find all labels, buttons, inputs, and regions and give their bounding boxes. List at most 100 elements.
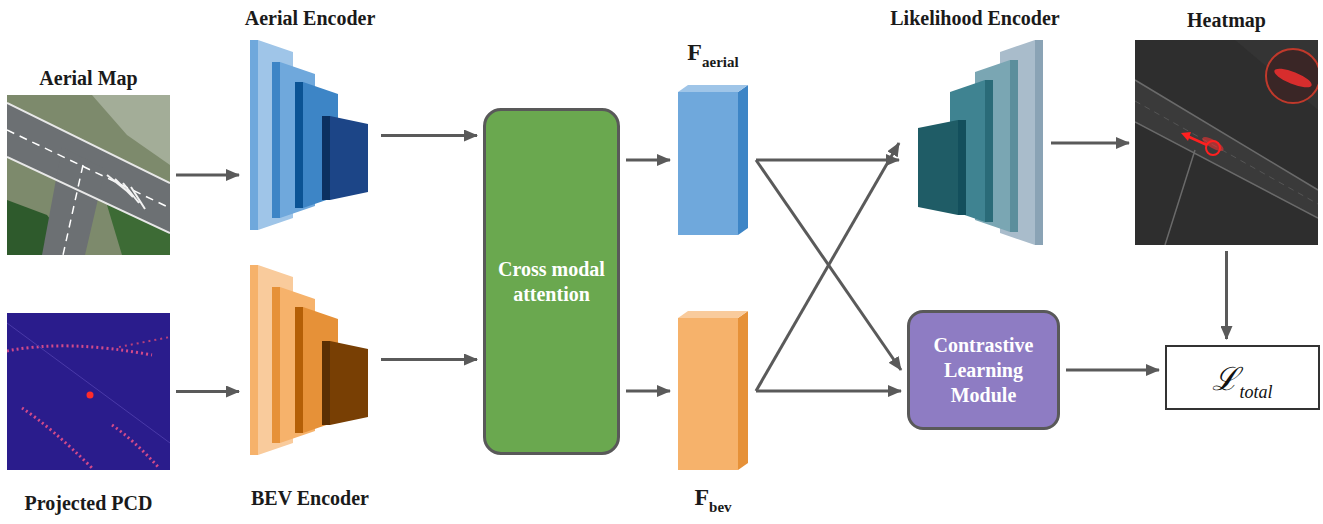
block-side bbox=[738, 85, 748, 235]
likelihood-encoder-stack bbox=[918, 40, 1043, 245]
layer-front bbox=[272, 287, 280, 443]
pcd-points bbox=[7, 323, 170, 443]
heatmap-road-edge bbox=[1135, 80, 1318, 245]
heading-arrowhead bbox=[1181, 132, 1191, 141]
flow-arrow bbox=[756, 159, 899, 162]
node-label: Contrastive Learning Module bbox=[921, 333, 1046, 408]
pcd-points bbox=[119, 337, 170, 347]
heading: Fbev bbox=[694, 484, 731, 511]
node-label: F bbox=[694, 484, 709, 510]
encoder-stack: Aerial Encoder bbox=[245, 38, 375, 233]
bev-feature-block bbox=[678, 311, 748, 470]
heading: Aerial Encoder bbox=[245, 7, 376, 30]
node-label: Likelihood Encoder bbox=[890, 7, 1059, 29]
zoom-peak bbox=[1272, 65, 1314, 91]
attention-box: Cross modal attention bbox=[483, 108, 620, 455]
layer-side bbox=[918, 120, 958, 215]
flow-arrow bbox=[626, 159, 670, 162]
text-holder: Contrastive Learning Module bbox=[921, 333, 1046, 408]
node-label: Cross modal attention bbox=[497, 257, 607, 307]
flow-arrow bbox=[756, 390, 901, 393]
block-front bbox=[678, 318, 738, 470]
position-marker bbox=[1206, 141, 1220, 155]
input-image: Projected PCD bbox=[7, 313, 170, 470]
layer-front bbox=[272, 62, 280, 218]
text-holder: ℒtotal bbox=[1212, 356, 1272, 399]
pcd-ground bbox=[7, 313, 170, 470]
node-label: F bbox=[687, 39, 702, 65]
layer-front bbox=[985, 80, 993, 222]
road-edge bbox=[7, 103, 170, 233]
layer-front bbox=[322, 116, 330, 200]
heading: Faerial bbox=[687, 39, 738, 66]
flow-arrow bbox=[1225, 251, 1228, 339]
vehicle-dot bbox=[87, 392, 94, 399]
heatmap-image: Heatmap bbox=[1135, 40, 1318, 245]
flow-arrow bbox=[381, 134, 477, 137]
heatmap-ground bbox=[1135, 40, 1318, 245]
flow-arrow bbox=[176, 174, 239, 177]
block-front bbox=[678, 92, 738, 235]
node-label: Aerial Map bbox=[39, 67, 137, 89]
pcd-points bbox=[22, 408, 92, 468]
zoom-inset bbox=[1266, 49, 1318, 103]
pcd-points bbox=[7, 346, 152, 355]
road-chevrons bbox=[107, 175, 145, 209]
photo-ground bbox=[7, 95, 170, 255]
flow-arrow bbox=[381, 358, 477, 361]
heading: Likelihood Encoder bbox=[890, 7, 1059, 30]
flow-arrow bbox=[756, 143, 899, 391]
input-image: Aerial Map bbox=[7, 95, 170, 255]
contrastive-box: Contrastive Learning Module bbox=[907, 310, 1060, 430]
heading: Projected PCD bbox=[25, 492, 153, 515]
layer-front bbox=[322, 341, 330, 425]
layer-front bbox=[958, 120, 966, 215]
layer-front bbox=[295, 82, 303, 208]
layer-front bbox=[250, 40, 258, 230]
heatmap-image bbox=[1135, 40, 1318, 245]
block-top bbox=[678, 311, 748, 318]
road-marking bbox=[63, 165, 83, 255]
bev-encoder-stack bbox=[250, 265, 368, 455]
encoder-stack: BEV Encoder bbox=[245, 262, 375, 457]
heading: Aerial Map bbox=[39, 67, 137, 90]
heading: BEV Encoder bbox=[251, 487, 369, 510]
subscript-label: total bbox=[1239, 382, 1272, 402]
flow-arrow bbox=[1066, 369, 1159, 372]
point-cloud-image bbox=[7, 313, 170, 470]
flow-arrow bbox=[626, 390, 670, 393]
pcd-points bbox=[112, 425, 159, 468]
flow-arrow bbox=[1051, 142, 1129, 145]
loss-box: ℒtotal bbox=[1165, 345, 1320, 410]
subscript-label: aerial bbox=[702, 54, 739, 70]
node-label: Heatmap bbox=[1187, 9, 1266, 31]
heading-arrow bbox=[1187, 136, 1207, 145]
aerial-photo bbox=[7, 95, 170, 255]
aerial-feature-block bbox=[678, 85, 748, 235]
node-label: Projected PCD bbox=[25, 492, 153, 514]
photo-road bbox=[42, 147, 105, 255]
text-holder: Cross modal attention bbox=[497, 257, 607, 307]
node-label: BEV Encoder bbox=[251, 487, 369, 509]
layer-side bbox=[330, 341, 368, 425]
feature-block: Faerial bbox=[676, 84, 750, 236]
block-side bbox=[738, 311, 748, 470]
layer-front bbox=[295, 307, 303, 433]
heatmap-road-marking bbox=[1135, 101, 1318, 204]
feature-block: Fbev bbox=[676, 310, 750, 472]
block-top bbox=[678, 85, 748, 92]
decoder-stack: Likelihood Encoder bbox=[905, 38, 1045, 248]
layer-front bbox=[1035, 40, 1043, 245]
aerial-encoder-stack bbox=[250, 40, 368, 230]
layer-front bbox=[250, 265, 258, 455]
flow-arrow bbox=[176, 390, 239, 393]
heading: Heatmap bbox=[1187, 9, 1266, 32]
layer-side bbox=[330, 116, 368, 200]
node-label: ℒ bbox=[1212, 361, 1239, 397]
subscript-label: bev bbox=[709, 499, 732, 515]
layer-front bbox=[1010, 60, 1018, 232]
node-label: Aerial Encoder bbox=[245, 7, 376, 29]
